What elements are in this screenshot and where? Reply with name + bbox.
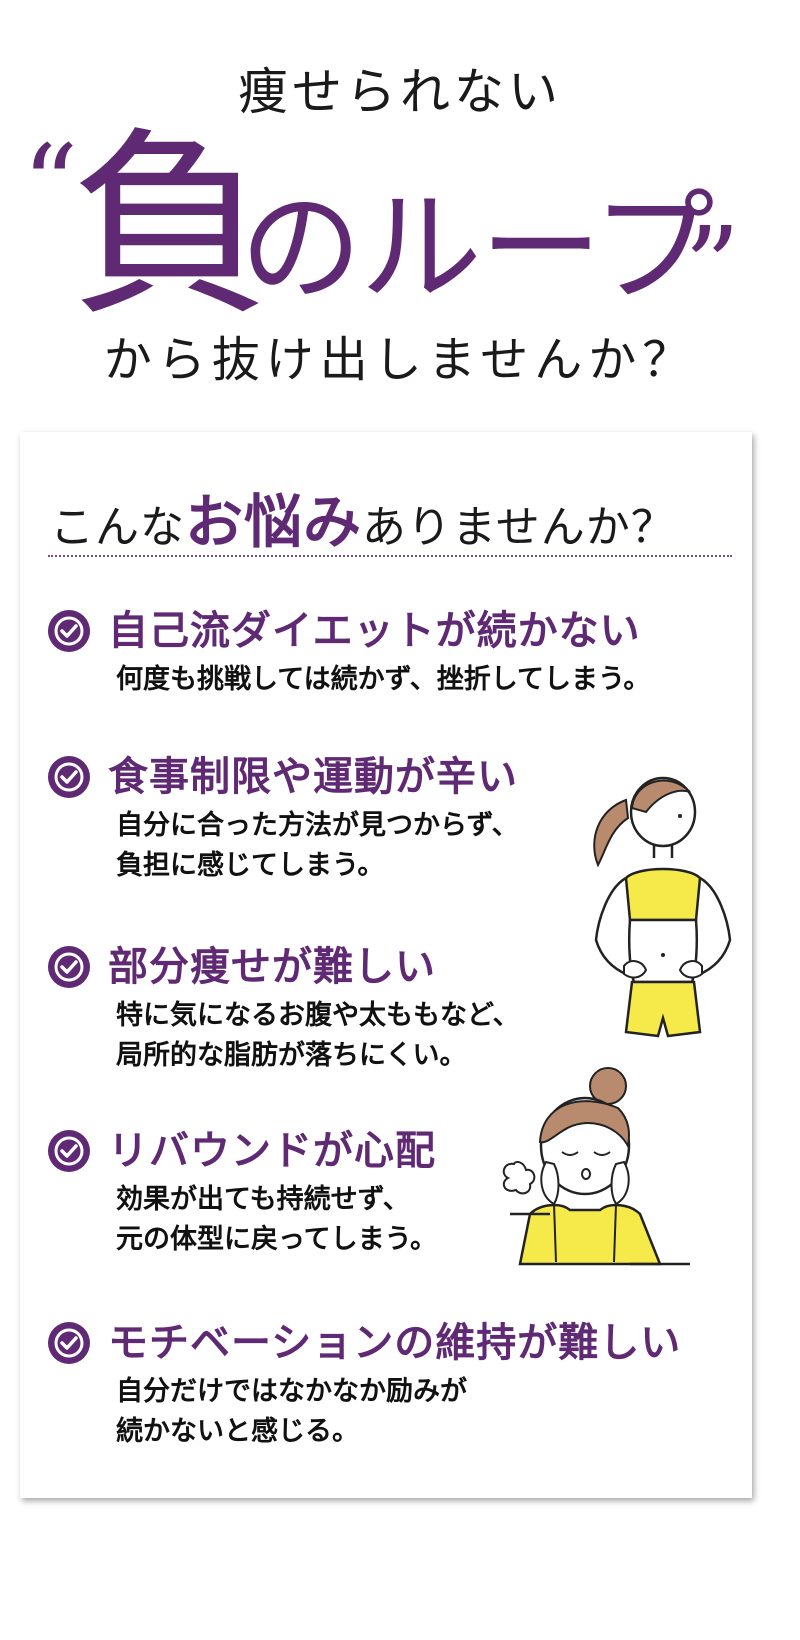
card-title-prefix: こんな	[50, 502, 185, 553]
worry-desc: 何度も挑戦しては続かず、挫折してしまう。	[116, 660, 650, 700]
worry-desc: 効果が出ても持続せず、 元の体型に戻ってしまう。	[116, 1180, 437, 1260]
check-icon	[48, 1130, 90, 1172]
check-icon	[48, 610, 90, 652]
dotted-divider	[48, 555, 732, 557]
worry-desc-line2: 負担に感じてしまう。	[116, 850, 385, 881]
worry-desc-line1: 特に気になるお腹や太ももなど、	[116, 1000, 520, 1031]
worry-desc-line1: 自分に合った方法が見つからず、	[116, 810, 519, 841]
check-icon	[48, 946, 90, 988]
hero-line1: 痩せられない	[238, 63, 562, 121]
hero-line3: から抜け出しませんか？	[103, 332, 697, 388]
card-title: こんなお悩みありませんか？	[50, 482, 740, 562]
woman-sigh-illustration	[502, 1067, 690, 1266]
headline-rest: のループ	[240, 177, 715, 319]
worry-desc: 自分に合った方法が見つからず、 負担に感じてしまう。	[116, 806, 519, 886]
worry-desc-line1: 自分だけではなかなか励みが	[116, 1376, 467, 1407]
worry-title: モチベーションの維持が難しい	[108, 1319, 682, 1366]
quote-open: “	[22, 121, 79, 249]
worry-title: 自己流ダイエットが続かない	[108, 607, 641, 654]
quote-close: ”	[684, 203, 741, 331]
worry-desc-line2: 続かないと感じる。	[116, 1416, 359, 1447]
headline-kanji: 負	[70, 110, 271, 343]
worry-desc-line1: 何度も挑戦しては続かず、挫折してしまう。	[116, 664, 651, 695]
check-icon	[48, 756, 90, 798]
woman-waist-illustration	[593, 776, 732, 1038]
check-icon	[48, 1322, 90, 1364]
worry-desc: 特に気になるお腹や太ももなど、 局所的な脂肪が落ちにくい。	[116, 996, 520, 1076]
worry-desc-line1: 効果が出ても持続せず、	[116, 1184, 410, 1215]
worry-desc-line2: 局所的な脂肪が落ちにくい。	[116, 1040, 467, 1071]
worry-desc: 自分だけではなかなか励みが 続かないと感じる。	[116, 1372, 467, 1452]
worry-title: 部分痩せが難しい	[108, 943, 436, 990]
card-title-suffix: ありませんか？	[362, 502, 676, 553]
worry-title: 食事制限や運動が辛い	[108, 753, 518, 800]
worry-title: リバウンドが心配	[108, 1127, 436, 1174]
worries-card: こんなお悩みありませんか？ 自己流ダイエットが続かない 何度も挑戦しては続かず、…	[20, 432, 752, 1498]
hero-section: 痩せられない “ 負 のループ ” から抜け出しませんか？	[0, 0, 800, 420]
worry-desc-line2: 元の体型に戻ってしまう。	[116, 1224, 438, 1255]
hero-headline: “ 負 のループ ”	[0, 121, 800, 332]
card-title-accent: お悩み	[185, 488, 363, 556]
